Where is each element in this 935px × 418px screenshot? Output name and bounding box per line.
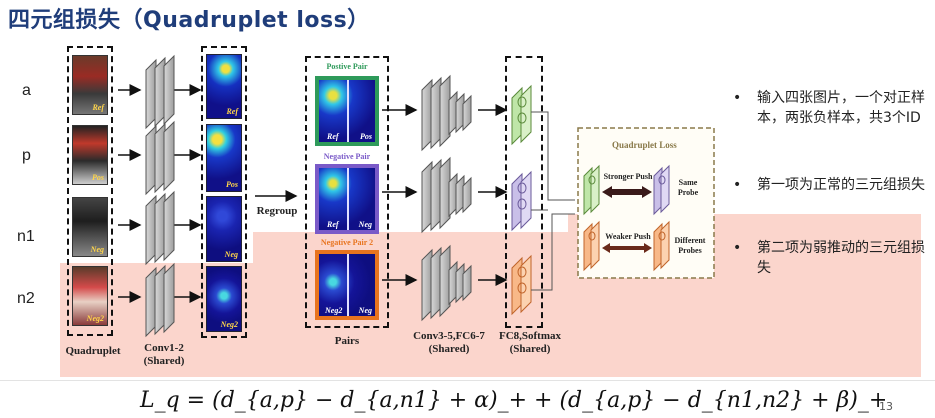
pair-title-negative: Negative Pair bbox=[323, 152, 371, 161]
row-label-n1: n1 bbox=[17, 228, 35, 245]
photo-neg: Neg bbox=[72, 197, 108, 257]
fc8-blocks bbox=[511, 84, 532, 316]
line-fc1-loss bbox=[531, 111, 575, 201]
label-different-probes: Different Probes bbox=[674, 236, 706, 255]
pair-negative: Ref Neg bbox=[315, 164, 379, 234]
fc8-box bbox=[505, 56, 543, 328]
page-number: 13 bbox=[879, 400, 893, 413]
row-label-p: p bbox=[22, 147, 31, 164]
photo-neg2: Neg2 bbox=[72, 266, 108, 326]
slide-title: 四元组损失（Quadruplet loss） bbox=[8, 8, 370, 33]
label-same-probe: Same Probe bbox=[677, 178, 699, 197]
caption-regroup: Regroup bbox=[256, 205, 298, 217]
conv35-blocks bbox=[421, 74, 472, 322]
loss-different-probe-blocks bbox=[583, 220, 670, 272]
pairs-box bbox=[305, 56, 389, 328]
bullet-2: •第一项为正常的三元组损失 bbox=[733, 177, 925, 193]
row-label-a: a bbox=[22, 82, 31, 99]
label-weaker-push: Weaker Push bbox=[605, 232, 651, 241]
caption-fc8: FC8,Softmax(Shared) bbox=[498, 330, 562, 355]
photo-ref: Ref bbox=[72, 55, 108, 115]
loss-same-probe-blocks bbox=[583, 164, 670, 216]
bullet-3: •第二项为弱推动的三元组损失 bbox=[733, 240, 925, 276]
pair-negative2: Neg2 Neg bbox=[315, 250, 379, 320]
pair-title-positive: Postive Pair bbox=[326, 62, 368, 71]
heatmap-ref: Ref bbox=[206, 54, 242, 119]
pair-positive: Ref Pos bbox=[315, 76, 379, 146]
heatmap-neg: Neg bbox=[206, 196, 242, 262]
bullet-1: •输入四张图片，一个对正样本，两张负样本，共3个ID bbox=[733, 90, 925, 126]
caption-quadruplet: Quadruplet bbox=[65, 345, 121, 357]
feature-map-box bbox=[201, 46, 247, 338]
divider bbox=[0, 380, 935, 381]
quadruplet-box bbox=[67, 46, 113, 336]
stronger-push-arrow bbox=[602, 186, 652, 198]
label-stronger-push: Stronger Push bbox=[603, 172, 653, 181]
caption-pairs: Pairs bbox=[334, 335, 360, 347]
loss-box bbox=[577, 127, 715, 279]
pair-title-negative2: Negative Pair 2 bbox=[320, 238, 374, 247]
heatmap-neg2: Neg2 bbox=[206, 266, 242, 332]
heatmap-pos: Pos bbox=[206, 124, 242, 192]
photo-pos: Pos bbox=[72, 125, 108, 185]
caption-conv35: Conv3-5,FC6-7(Shared) bbox=[413, 330, 485, 355]
caption-conv12: Conv1-2(Shared) bbox=[143, 342, 185, 367]
row-label-n2: n2 bbox=[17, 290, 35, 307]
quadruplet-loss-formula: L_q = (d_{a,p} − d_{a,n1} + α)_+ + (d_{a… bbox=[140, 388, 888, 413]
weaker-push-arrow bbox=[602, 243, 652, 253]
loss-title: Quadruplet Loss bbox=[612, 140, 677, 150]
conv12-blocks bbox=[145, 54, 175, 338]
